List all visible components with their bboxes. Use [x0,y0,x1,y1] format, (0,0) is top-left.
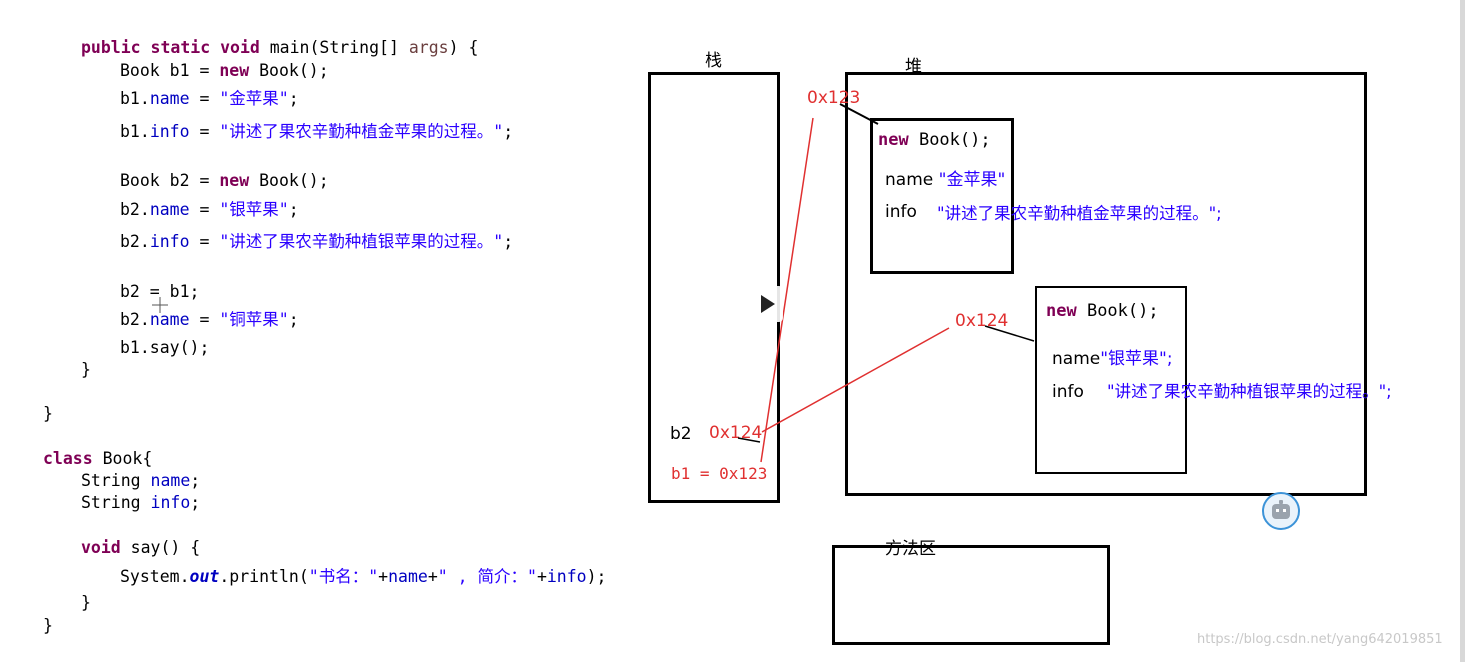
code-close-brace: } [81,593,91,612]
code-line-main-signature: public static void main(String[] args) { [81,38,479,57]
code-line-field-info: String info; [81,493,201,512]
code-line-println: System.out.println("书名："+name+" , 简介："+i… [120,567,607,586]
obj2-info-label: info [1052,382,1084,402]
code-line-field-name: String name; [81,471,201,490]
code-close-brace: } [43,404,53,423]
obj2-name-row: name"银苹果"; [1052,349,1173,369]
obj1-name-row: name "金苹果" [885,170,1006,190]
obj2-info-value: "讲述了果农辛勤种植银苹果的过程。"; [1107,382,1392,401]
code-line-b2-name: b2.name = "银苹果"; [120,200,299,219]
pointer-line-b1-to-0x123 [760,117,814,463]
method-area-title: 方法区 [885,539,936,559]
leader-line-b2-address [737,437,761,443]
heap-box [845,72,1367,496]
code-line-class-decl: class Book{ [43,449,153,468]
code-line-b1-info: b1.info = "讲述了果农辛勤种植金苹果的过程。"; [120,122,514,141]
code-line-b2-info: b2.info = "讲述了果农辛勤种植银苹果的过程。"; [120,232,514,251]
stack-b2-label: b2 [670,424,692,444]
code-line-assign: b2 = b1; [120,282,200,301]
obj1-constructor: new Book(); [878,130,991,150]
avatar-icon[interactable] [1262,492,1300,530]
pointer-line-b2-to-0x124 [761,327,950,433]
robot-face-icon [1272,500,1290,519]
watermark: https://blog.csdn.net/yang642019851 [1197,632,1443,647]
play-button[interactable] [749,286,789,322]
window-edge [1460,0,1465,662]
code-line-b1-new: Book b1 = new Book(); [120,61,329,80]
code-line-b1-name: b1.name = "金苹果"; [120,89,299,108]
heap-object-silver [1035,286,1187,474]
code-close-brace: } [81,360,91,379]
leader-line-0x124-to-object [984,325,1035,342]
heap-object-gold [870,118,1014,274]
obj2-constructor: new Book(); [1046,301,1159,321]
code-line-say-decl: void say() { [81,538,201,557]
obj1-info-value: "讲述了果农辛勤种植金苹果的过程。"; [937,204,1222,223]
cursor-icon [152,297,168,313]
stack-b1-value: b1 = 0x123 [671,464,768,483]
address-label-0x124: 0x124 [955,311,1009,331]
stack-title: 栈 [705,51,722,71]
stack-b2-address: 0x124 [709,423,763,443]
address-label-0x123: 0x123 [807,88,861,108]
obj1-info-label: info [885,202,917,222]
method-area-box [832,545,1110,645]
leader-line-0x123-to-object [839,103,879,125]
code-line-say-call: b1.say(); [120,338,210,357]
play-icon [755,286,783,322]
code-line-b2-new: Book b2 = new Book(); [120,171,329,190]
code-line-b2-name-copper: b2.name = "铜苹果"; [120,310,299,329]
code-close-brace: } [43,616,53,635]
